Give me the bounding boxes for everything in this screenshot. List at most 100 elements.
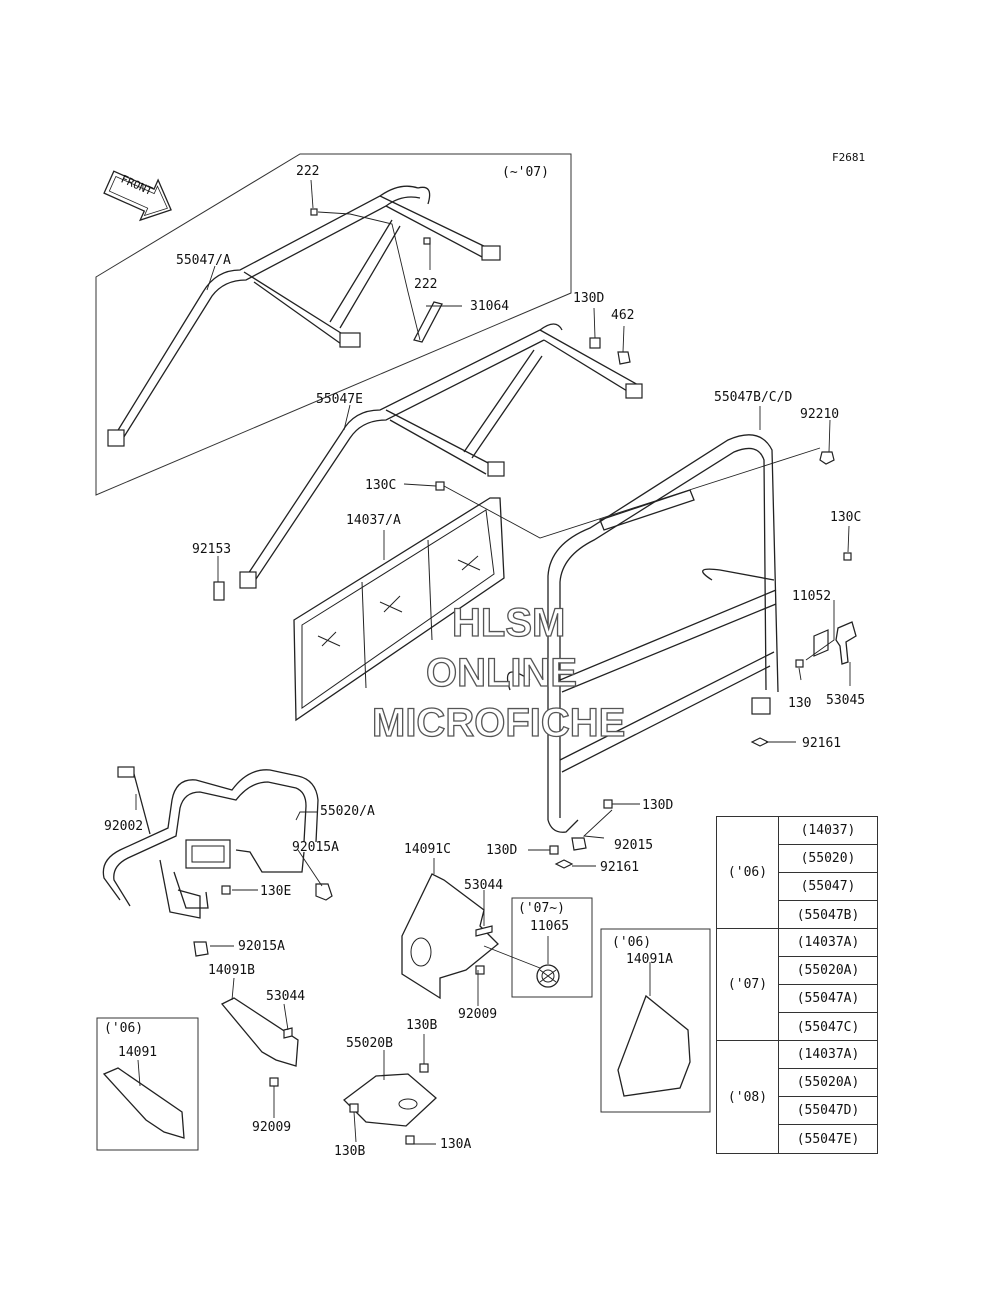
table-year: ('06) — [717, 817, 779, 928]
table-year: ('08) — [717, 1041, 779, 1153]
label-92009-low: 92009 — [252, 1120, 291, 1135]
label-130D-left: 130D — [486, 843, 517, 858]
table-group-06: ('06) (14037) (55020) (55047) (55047B) — [717, 817, 877, 929]
label-130C-right: 130C — [830, 510, 861, 525]
bolt-222-b — [423, 237, 431, 245]
label-92002: 92002 — [104, 819, 143, 834]
bolt-130C-mid — [435, 481, 445, 491]
watermark-line-2: ONLINE — [426, 651, 577, 695]
label-55047BCD: 55047B/C/D — [714, 390, 792, 405]
label-11065: 11065 — [530, 919, 569, 934]
bracket-11052 — [813, 629, 829, 657]
upper-frame-inset-box — [95, 153, 572, 496]
table-cell: (14037) — [779, 817, 877, 845]
table-cell: (55047E) — [796, 1131, 860, 1147]
panel-14091C — [401, 873, 499, 1000]
label-222-a: 222 — [296, 164, 319, 179]
bolt-92009-mid — [475, 965, 485, 975]
table-cell: (55047C) — [796, 1019, 860, 1035]
table-cell: (14037A) — [779, 929, 877, 957]
bolt-130A — [405, 1135, 415, 1145]
bolt-222-a — [310, 208, 318, 216]
upper-frame-note: (~'07) — [502, 165, 549, 180]
panel-14091B — [220, 997, 299, 1067]
seal-53044-low — [283, 1027, 293, 1039]
bolt-130D-right — [603, 799, 613, 809]
label-92015: 92015 — [614, 838, 653, 853]
bolt-92153 — [213, 581, 225, 601]
label-130C-mid: 130C — [365, 478, 396, 493]
watermark-line-1: HLSM — [452, 601, 565, 645]
table-cell: (55020A) — [779, 1069, 877, 1097]
label-55020A: 55020/A — [320, 804, 375, 819]
rear-cage-55047BCD — [506, 434, 779, 833]
box-14091-note: ('06) — [104, 1021, 143, 1036]
bolt-130B-low — [349, 1103, 359, 1113]
leader-lines — [135, 179, 851, 1145]
bolt-92009-low — [269, 1077, 279, 1087]
hose-31064 — [413, 301, 443, 343]
panel-14091A — [617, 994, 691, 1097]
box-14091A-inset — [600, 928, 711, 1113]
washer-92161-right — [750, 737, 770, 747]
label-130: 130 — [788, 696, 811, 711]
bolt-130B-top — [419, 1063, 429, 1073]
bolt-130 — [795, 659, 804, 668]
label-92009-mid: 92009 — [458, 1007, 497, 1022]
bolt-92002-head — [117, 766, 135, 778]
bolt-130D-left — [549, 845, 559, 855]
nut-92015A-top — [315, 883, 333, 901]
box-14091-inset — [96, 1017, 199, 1151]
figure-id: F2681 — [832, 151, 865, 164]
bolt-130D-top — [589, 337, 601, 349]
rollcage-55047A — [107, 185, 501, 447]
label-55047A: 55047/A — [176, 253, 231, 268]
watermark-line-3: MICROFICHE — [372, 701, 625, 745]
label-14091A: 14091A — [626, 952, 673, 967]
table-cell: (55020A) — [779, 957, 877, 985]
nut-462 — [617, 351, 631, 365]
label-55020B: 55020B — [346, 1036, 393, 1051]
latch-53045 — [835, 621, 857, 665]
table-cell: (55047D) — [779, 1097, 877, 1125]
table-cell: (55047B) — [796, 907, 860, 923]
label-14091B: 14091B — [208, 963, 255, 978]
table-cell: (55047A) — [779, 985, 877, 1013]
box-14091A-note: ('06) — [612, 935, 651, 950]
label-53044-top: 53044 — [464, 878, 503, 893]
label-14091: 14091 — [118, 1045, 157, 1060]
table-group-08: ('08) (14037A) (55020A) (55047D) (55047E… — [717, 1041, 877, 1153]
label-130B-low: 130B — [334, 1144, 365, 1159]
label-130D-top: 130D — [573, 291, 604, 306]
table-cell: (55047) — [779, 873, 877, 901]
label-92210: 92210 — [800, 407, 839, 422]
label-92015A-top: 92015A — [292, 840, 339, 855]
front-arrow-icon — [103, 170, 172, 222]
label-14091C: 14091C — [404, 842, 451, 857]
label-14037A: 14037/A — [346, 513, 401, 528]
applicability-table: ('06) (14037) (55020) (55047) (55047B) (… — [716, 816, 878, 1154]
nut-92210 — [819, 451, 835, 465]
seal-53044-top — [475, 925, 493, 937]
table-year: ('07) — [717, 929, 779, 1040]
label-53044-low: 53044 — [266, 989, 305, 1004]
bolt-130C-right — [843, 552, 852, 561]
table-cell: (14037A) — [779, 1041, 877, 1069]
label-11052: 11052 — [792, 589, 831, 604]
nut-92015A-bot — [193, 941, 209, 957]
label-130D-right: 130D — [642, 798, 673, 813]
label-222-b: 222 — [414, 277, 437, 292]
rollcage-55047E — [239, 323, 643, 589]
box-11065-inset — [511, 897, 593, 998]
front-bumper-55020A — [102, 769, 319, 919]
label-462: 462 — [611, 308, 634, 323]
label-130E: 130E — [260, 884, 291, 899]
box-11065-note: ('07~) — [518, 901, 565, 916]
window-panel-14037A — [293, 497, 505, 722]
panel-14091 — [102, 1067, 185, 1139]
table-group-07: ('07) (14037A) (55020A) (55047A) (55047C… — [717, 929, 877, 1041]
table-cell: (55020) — [779, 845, 877, 873]
grommet-11065 — [536, 964, 560, 988]
label-130A: 130A — [440, 1137, 471, 1152]
